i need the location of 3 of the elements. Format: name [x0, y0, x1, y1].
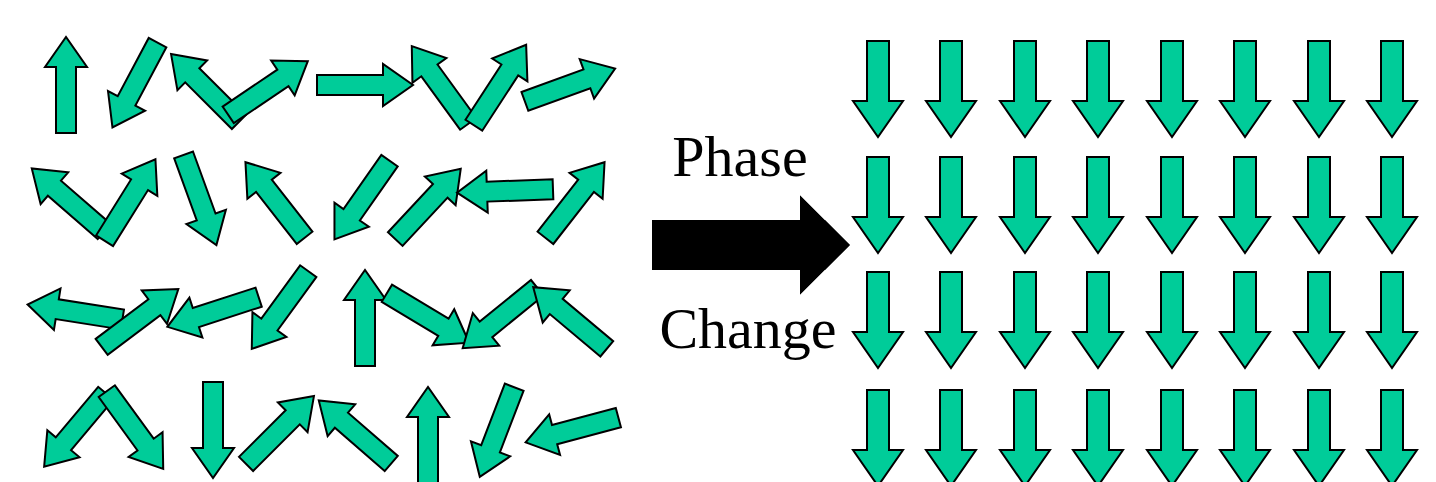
label-text: Phase [672, 128, 808, 186]
arrow [652, 195, 850, 295]
label-text: Change [659, 300, 837, 358]
